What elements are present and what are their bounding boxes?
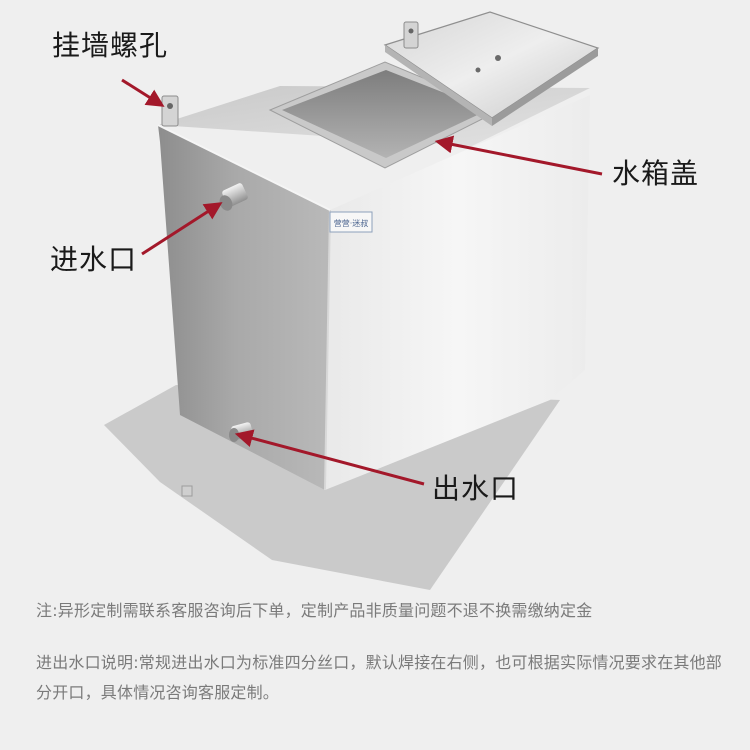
label-mount-holes: 挂墙螺孔 <box>52 29 169 62</box>
note-port-description: 进出水口说明:常规进出水口为标准四分丝口，默认焊接在右侧，也可根据实际情况要求在… <box>36 653 722 702</box>
tank-front-face <box>325 95 590 490</box>
arrow-outlet <box>234 429 425 486</box>
brand-badge-text: 营营·迷叔 <box>334 218 369 228</box>
water-tank-illustration: 营营·迷叔 <box>104 11 603 590</box>
note-custom-order: 注:异形定制需联系客服咨询后下单，定制产品非质量问题不退不换需缴纳定金 <box>36 601 593 620</box>
inlet-pipe <box>219 183 248 211</box>
arrow-mount <box>121 78 165 107</box>
bottom-tab <box>181 485 193 497</box>
arrow-inlet <box>141 202 223 256</box>
mount-tab-left <box>161 95 179 127</box>
tank-opening <box>282 70 488 158</box>
arrow-lid <box>434 135 603 176</box>
mount-tab-right <box>403 21 419 49</box>
label-inlet: 进水口 <box>50 243 138 276</box>
brand-badge: 营营·迷叔 <box>329 211 373 233</box>
label-tank-lid: 水箱盖 <box>612 157 700 190</box>
label-outlet: 出水口 <box>432 472 520 505</box>
